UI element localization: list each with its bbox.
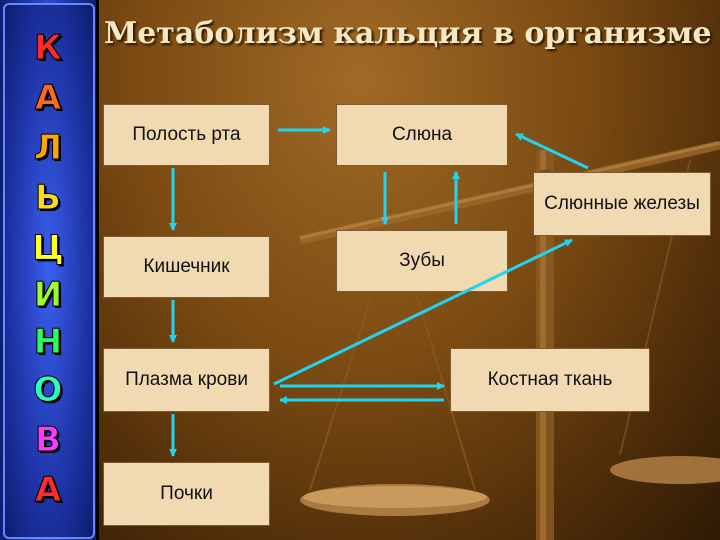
slide-title: Метаболизм кальция в организме xyxy=(104,16,712,51)
sidebar-letter: Ц xyxy=(32,228,65,269)
box-saliva: Слюна xyxy=(336,104,508,166)
sidebar-letter: В xyxy=(35,420,62,461)
sidebar-letter: И xyxy=(33,275,63,316)
sidebar-letter: Л xyxy=(33,128,63,169)
box-intestine: Кишечник xyxy=(103,236,270,298)
sidebar-strip: К А Л Ь Ц И Н О В А xyxy=(0,0,99,540)
sidebar-panel xyxy=(3,3,95,539)
sidebar-letter: А xyxy=(34,78,62,119)
sidebar-letter: Ь xyxy=(35,178,62,219)
box-teeth: Зубы xyxy=(336,230,508,292)
sidebar-letter: О xyxy=(33,370,63,411)
box-kidneys: Почки xyxy=(103,462,270,526)
box-blood-plasma: Плазма крови xyxy=(103,348,270,412)
box-bone-tissue: Костная ткань xyxy=(450,348,650,412)
box-mouth: Полость рта xyxy=(103,104,270,166)
box-salivary-glands: Слюнные железы xyxy=(533,172,711,236)
sidebar-letter: А xyxy=(34,470,62,511)
sidebar-letter: К xyxy=(34,28,63,69)
sidebar-letter: Н xyxy=(33,322,63,363)
